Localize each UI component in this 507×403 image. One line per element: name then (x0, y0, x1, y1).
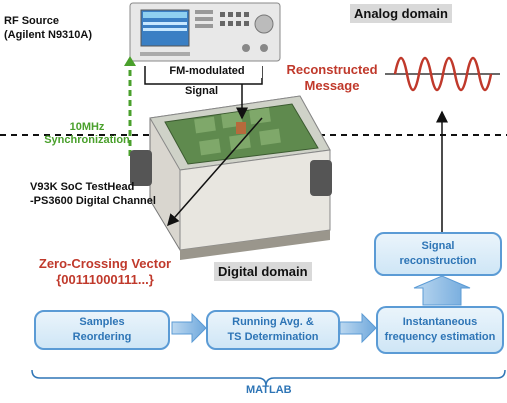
testhead-to-zc-arrow (167, 117, 263, 227)
sync-arrow-up (124, 56, 136, 66)
fat-arrow-1 (171, 312, 207, 344)
inst-line1: Instantaneous (402, 316, 478, 328)
analog-domain-label: Analog domain (350, 4, 452, 23)
inst-line2: frequency estimation (384, 331, 496, 343)
testhead-name: V93K SoC TestHead (30, 181, 135, 193)
reconstructed-line1: Reconstructed (286, 62, 378, 77)
reconstructed-line2: Message (304, 78, 360, 93)
rf-source-name: RF Source (4, 15, 60, 27)
samples-reordering-box: Samples Reordering (34, 310, 170, 350)
fat-arrow-2 (339, 312, 377, 344)
instantaneous-frequency-box: Instantaneous frequency estimation (376, 306, 504, 354)
running-line1: Running Avg. & (232, 316, 314, 328)
fm-signal-bracket (144, 66, 263, 85)
zc-value: {00111000111...} (56, 272, 154, 287)
rf-source-instrument-image (129, 2, 281, 62)
rf-source-model: (Agilent N9310A) (4, 29, 93, 41)
rf-source-label: RF Source (Agilent N9310A) (4, 14, 92, 42)
reconstructed-wave (393, 56, 493, 92)
zc-title: Zero-Crossing Vector (38, 256, 172, 271)
running-avg-box: Running Avg. & TS Determination (206, 310, 340, 350)
fm-modulated-label: FM-modulated (152, 64, 262, 78)
matlab-brace (31, 369, 506, 387)
samples-line1: Samples (79, 316, 125, 328)
signal-reconstruction-box: Signal reconstruction (374, 232, 502, 276)
signal-recon-line2: reconstruction (399, 255, 477, 267)
signal-label: Signal (185, 85, 219, 97)
signal-recon-line1: Signal (421, 240, 455, 252)
sync-label: 10MHz Synchronization (44, 121, 130, 147)
testhead-instrument-image (130, 95, 332, 260)
testhead-label: V93K SoC TestHead -PS3600 Digital Channe… (30, 180, 156, 208)
sync-label-line2: Synchronization (44, 134, 130, 146)
samples-line2: Reordering (72, 331, 132, 343)
sync-label-line1: 10MHz (69, 121, 105, 133)
zero-crossing-vector-label: Zero-Crossing Vector {00111000111...} (16, 256, 194, 288)
fat-arrow-up (413, 275, 471, 306)
digital-domain-label: Digital domain (214, 262, 312, 281)
matlab-label: MATLAB (246, 384, 292, 396)
reconstructed-message-label: Reconstructed Message (272, 62, 392, 94)
testhead-channel: -PS3600 Digital Channel (30, 195, 156, 207)
running-line2: TS Determination (227, 331, 319, 343)
